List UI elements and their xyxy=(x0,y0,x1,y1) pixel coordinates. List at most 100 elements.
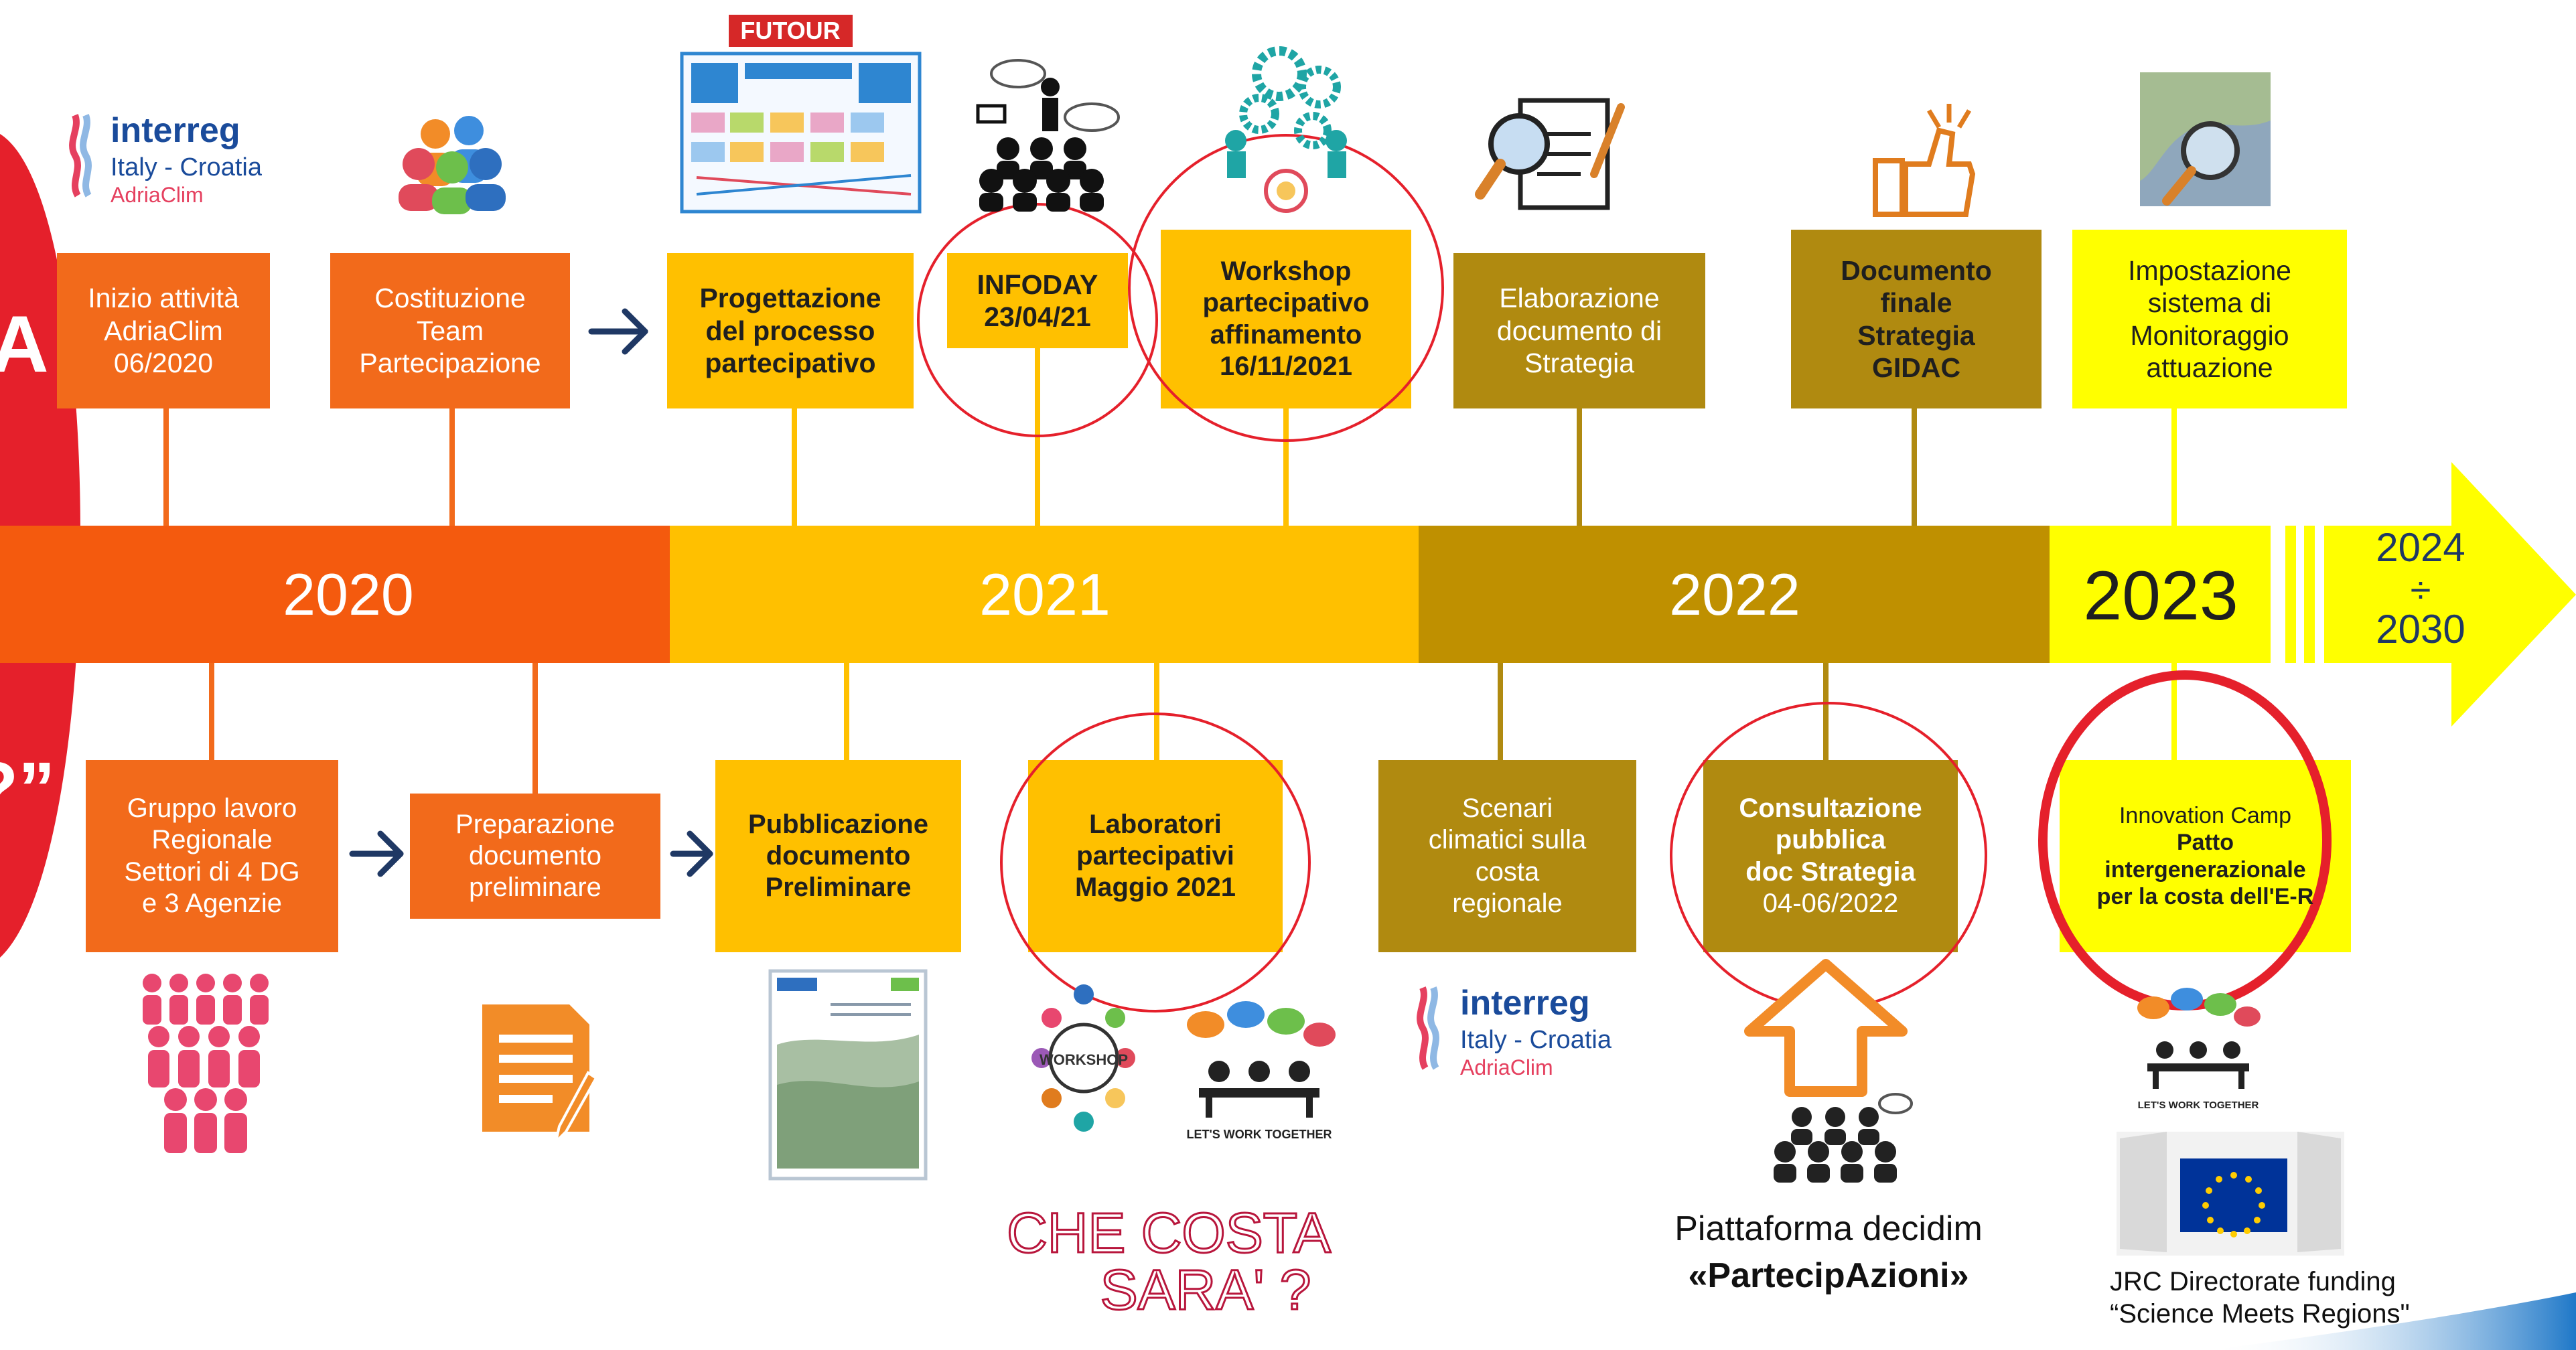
bottom-box-gruppo-lavoro: Gruppo lavoro Regionale Settori di 4 DG … xyxy=(86,760,338,952)
left-edge-mark-bottom: ?” xyxy=(0,747,55,830)
box-line: documento di xyxy=(1496,315,1662,346)
jrc-caption-line-1: JRC Directorate funding xyxy=(2110,1267,2396,1296)
box-line: e 3 Agenzie xyxy=(141,888,283,918)
box-line: Innovation Camp xyxy=(2119,803,2292,829)
svg-text:interreg: interreg xyxy=(111,111,240,150)
highlight-circle-workshop xyxy=(1128,134,1444,442)
box-line: Patto xyxy=(2177,830,2234,856)
bottom-box-bg-0 xyxy=(86,760,338,952)
svg-text:Italy - Croatia: Italy - Croatia xyxy=(111,153,263,181)
svg-text:SARA' ?: SARA' ? xyxy=(1100,1258,1311,1321)
box-line: Monitoraggio xyxy=(2130,319,2289,351)
top-box-costituzione-team: Costituzione Team Partecipazione xyxy=(330,253,570,408)
top-box-inizio-attivita: Inizio attività AdriaClim 06/2020 xyxy=(57,253,270,408)
timeline-2023-bar xyxy=(2050,526,2271,663)
box-line: del processo xyxy=(705,315,875,346)
box-line: climatici sulla xyxy=(1428,825,1587,855)
svg-text:interreg: interreg xyxy=(1460,984,1590,1023)
box-line: Regionale xyxy=(151,825,273,855)
box-line: documento xyxy=(469,840,601,871)
lets-work-together-icon-2: LET'S WORK TOGETHER xyxy=(2137,988,2261,1111)
box-line: Partecipazione xyxy=(359,348,541,379)
decidim-caption-line-2: «PartecipAzioni» xyxy=(1688,1256,1969,1296)
box-line: INFODAY xyxy=(977,269,1098,300)
box-line: intergenerazionale xyxy=(2104,856,2306,883)
box-line: 23/04/21 xyxy=(984,301,1091,332)
future-year-start: 2024 xyxy=(2376,525,2465,570)
team-people-icon xyxy=(399,116,506,214)
box-line: Consultazione xyxy=(1739,794,1922,824)
bottom-box-bg-2 xyxy=(715,760,961,952)
decidim-caption: Piattaforma decidim «PartecipAzioni» xyxy=(1634,1205,2023,1299)
document-pencil-icon xyxy=(482,1004,598,1146)
box-line: pubblica xyxy=(1775,825,1886,855)
box-line: 04-06/2022 xyxy=(1762,888,1899,918)
svg-text:LET'S WORK TOGETHER: LET'S WORK TOGETHER xyxy=(1187,1128,1332,1141)
box-line: Documento xyxy=(1841,254,1992,286)
box-line: Preliminare xyxy=(765,873,912,903)
box-line: sistema di xyxy=(2147,287,2272,319)
box-line: Scenari xyxy=(1461,794,1553,824)
box-line: Costituzione xyxy=(374,283,526,314)
box-line: Laboratori xyxy=(1089,809,1222,839)
top-box-progettazione: Progettazione del processo partecipativo xyxy=(667,253,914,408)
top-box-bg-2 xyxy=(667,253,914,408)
box-line: Inizio attività xyxy=(88,283,239,314)
top-box-elaborazione: Elaborazione documento di Strategia xyxy=(1453,253,1705,408)
top-box-workshop: Workshop partecipativo affinamento 16/11… xyxy=(1161,230,1411,408)
regional-group-people-icon xyxy=(143,974,269,1153)
box-line: partecipativo xyxy=(705,348,876,379)
svg-text:FUTOUR: FUTOUR xyxy=(740,17,840,44)
box-line: 16/11/2021 xyxy=(1220,351,1352,381)
left-edge-mark-top: A xyxy=(0,299,49,389)
timeline-future-arrow xyxy=(2324,462,2576,727)
che-costa-sara-logo: CHE COSTA SARA' ? xyxy=(1006,1201,1332,1323)
svg-text:CHE COSTA: CHE COSTA xyxy=(1007,1201,1331,1264)
workshop-circle-icon: WORKSHOP xyxy=(1031,984,1135,1132)
box-line: regionale xyxy=(1452,888,1563,918)
svg-text:LET'S WORK TOGETHER: LET'S WORK TOGETHER xyxy=(2138,1100,2259,1111)
box-line: Settori di 4 DG xyxy=(124,856,300,887)
jrc-caption: JRC Directorate funding “Science Meets R… xyxy=(2110,1266,2418,1330)
box-line: affinamento xyxy=(1210,319,1362,350)
top-box-bg-3 xyxy=(947,253,1128,348)
bottom-box-innovation-camp: Innovation Camp Patto intergenerazionale… xyxy=(2060,760,2351,952)
box-line: documento xyxy=(766,840,911,871)
top-box-bg-0 xyxy=(57,253,270,408)
future-year-end: 2030 xyxy=(2376,607,2465,652)
box-line: AdriaClim xyxy=(104,315,223,346)
box-line: partecipativi xyxy=(1076,840,1234,871)
svg-text:AdriaClim: AdriaClim xyxy=(1460,1055,1553,1079)
bottom-box-bg-3 xyxy=(1028,760,1283,952)
top-box-bg-5 xyxy=(1453,253,1705,408)
box-line: Team xyxy=(416,315,484,346)
eu-commission-logo xyxy=(2117,1132,2344,1256)
bottom-box-preparazione: Preparazione documento preliminare xyxy=(410,794,660,919)
bottom-box-bg-5 xyxy=(1703,760,1958,952)
highlight-circle-laboratori xyxy=(1000,712,1311,1012)
year-label-2021: 2021 xyxy=(979,561,1111,627)
box-line: 06/2020 xyxy=(113,348,214,379)
top-box-monitoraggio: Impostazione sistema di Monitoraggio att… xyxy=(2072,230,2347,408)
strategy-document-magnifier-icon xyxy=(1475,98,1625,210)
preliminary-document-cover xyxy=(768,969,928,1181)
lets-work-together-icon: LET'S WORK TOGETHER xyxy=(1187,1001,1336,1141)
timeline-gap-stripe-2 xyxy=(2304,526,2315,663)
arrow-right-icon xyxy=(588,308,648,355)
bottom-box-bg-6 xyxy=(2060,760,2351,952)
infoday-audience-icon xyxy=(976,59,1120,212)
top-box-bg-6 xyxy=(1791,230,2042,408)
year-label-2020: 2020 xyxy=(283,561,414,627)
year-label-2022: 2022 xyxy=(1669,561,1800,627)
box-line: finale xyxy=(1880,287,1952,319)
box-line: Impostazione xyxy=(2128,254,2291,286)
timeline-gap-stripe xyxy=(2285,526,2296,663)
box-line: doc Strategia xyxy=(1745,856,1916,887)
top-box-documento-finale: Documento finale Strategia GIDAC xyxy=(1791,230,2042,408)
interreg-logo: interreg Italy - Croatia AdriaClim xyxy=(69,111,263,207)
top-box-infoday: INFODAY 23/04/21 xyxy=(947,253,1128,348)
bottom-box-bg-1 xyxy=(410,794,660,919)
decidim-audience-icon xyxy=(1774,1093,1913,1183)
svg-text:AdriaClim: AdriaClim xyxy=(111,183,204,207)
